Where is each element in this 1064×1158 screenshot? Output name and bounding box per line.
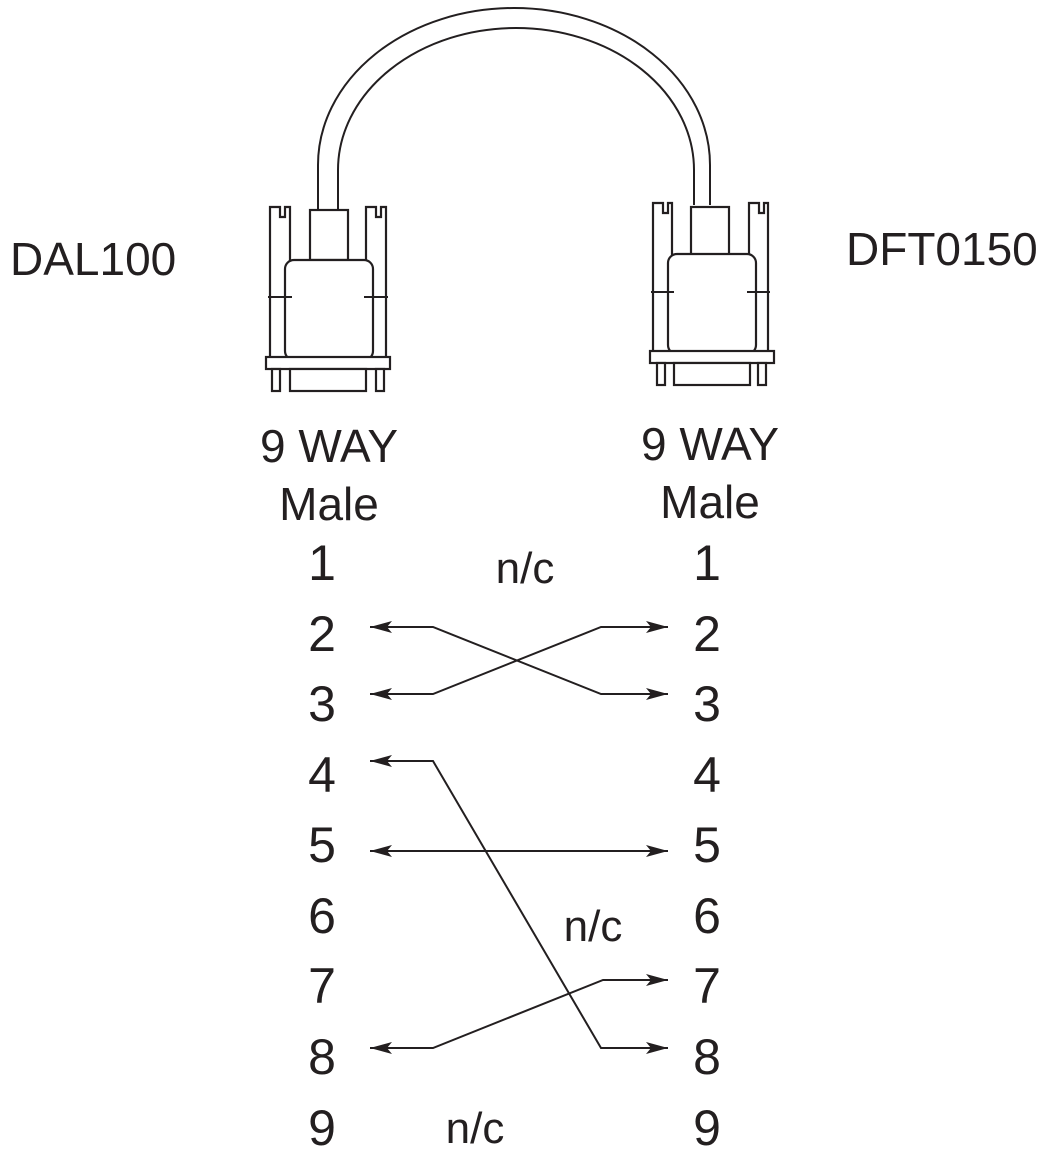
- right-connector-gender: Male: [660, 476, 760, 528]
- right-pin-4: 4: [693, 747, 721, 803]
- left-connector-gender: Male: [279, 478, 379, 530]
- left-pin-1: 1: [308, 535, 336, 591]
- left-pin-9: 9: [308, 1100, 336, 1153]
- left-pin-8: 8: [308, 1029, 336, 1085]
- nc-label-pin-6: n/c: [564, 902, 623, 951]
- wire-l4-r8: [370, 755, 668, 1054]
- left-pin-6: 6: [308, 888, 336, 944]
- right-pin-3: 3: [693, 676, 721, 732]
- cable-arc: [317, 7, 711, 210]
- right-pin-5: 5: [693, 817, 721, 873]
- right-connector-ways: 9 WAY: [641, 418, 779, 470]
- nc-label-pin-9: n/c: [446, 1104, 505, 1153]
- wire-l3-r2: [370, 621, 668, 700]
- left-device-label: DAL100: [10, 233, 176, 285]
- left-pin-5: 5: [308, 817, 336, 873]
- left-pin-3: 3: [308, 676, 336, 732]
- right-pin-8: 8: [693, 1029, 721, 1085]
- nc-label-pin-1: n/c: [496, 544, 555, 593]
- right-pin-6: 6: [693, 888, 721, 944]
- right-pin-7: 7: [693, 958, 721, 1014]
- right-pin-1: 1: [693, 535, 721, 591]
- wire-connections: [370, 621, 668, 1054]
- right-pin-column: 1 2 3 4 5 6 7 8 9: [693, 535, 721, 1156]
- wire-l8-r7: [370, 974, 668, 1054]
- right-pin-9: 9: [693, 1100, 721, 1153]
- right-connector-icon: [648, 201, 776, 387]
- right-pin-2: 2: [693, 606, 721, 662]
- left-connector-ways: 9 WAY: [260, 420, 398, 472]
- left-pin-4: 4: [308, 747, 336, 803]
- left-connector-icon: [264, 205, 392, 393]
- right-device-label: DFT0150: [846, 223, 1038, 275]
- left-pin-7: 7: [308, 958, 336, 1014]
- left-pin-2: 2: [308, 606, 336, 662]
- left-pin-column: 1 2 3 4 5 6 7 8 9: [308, 535, 336, 1156]
